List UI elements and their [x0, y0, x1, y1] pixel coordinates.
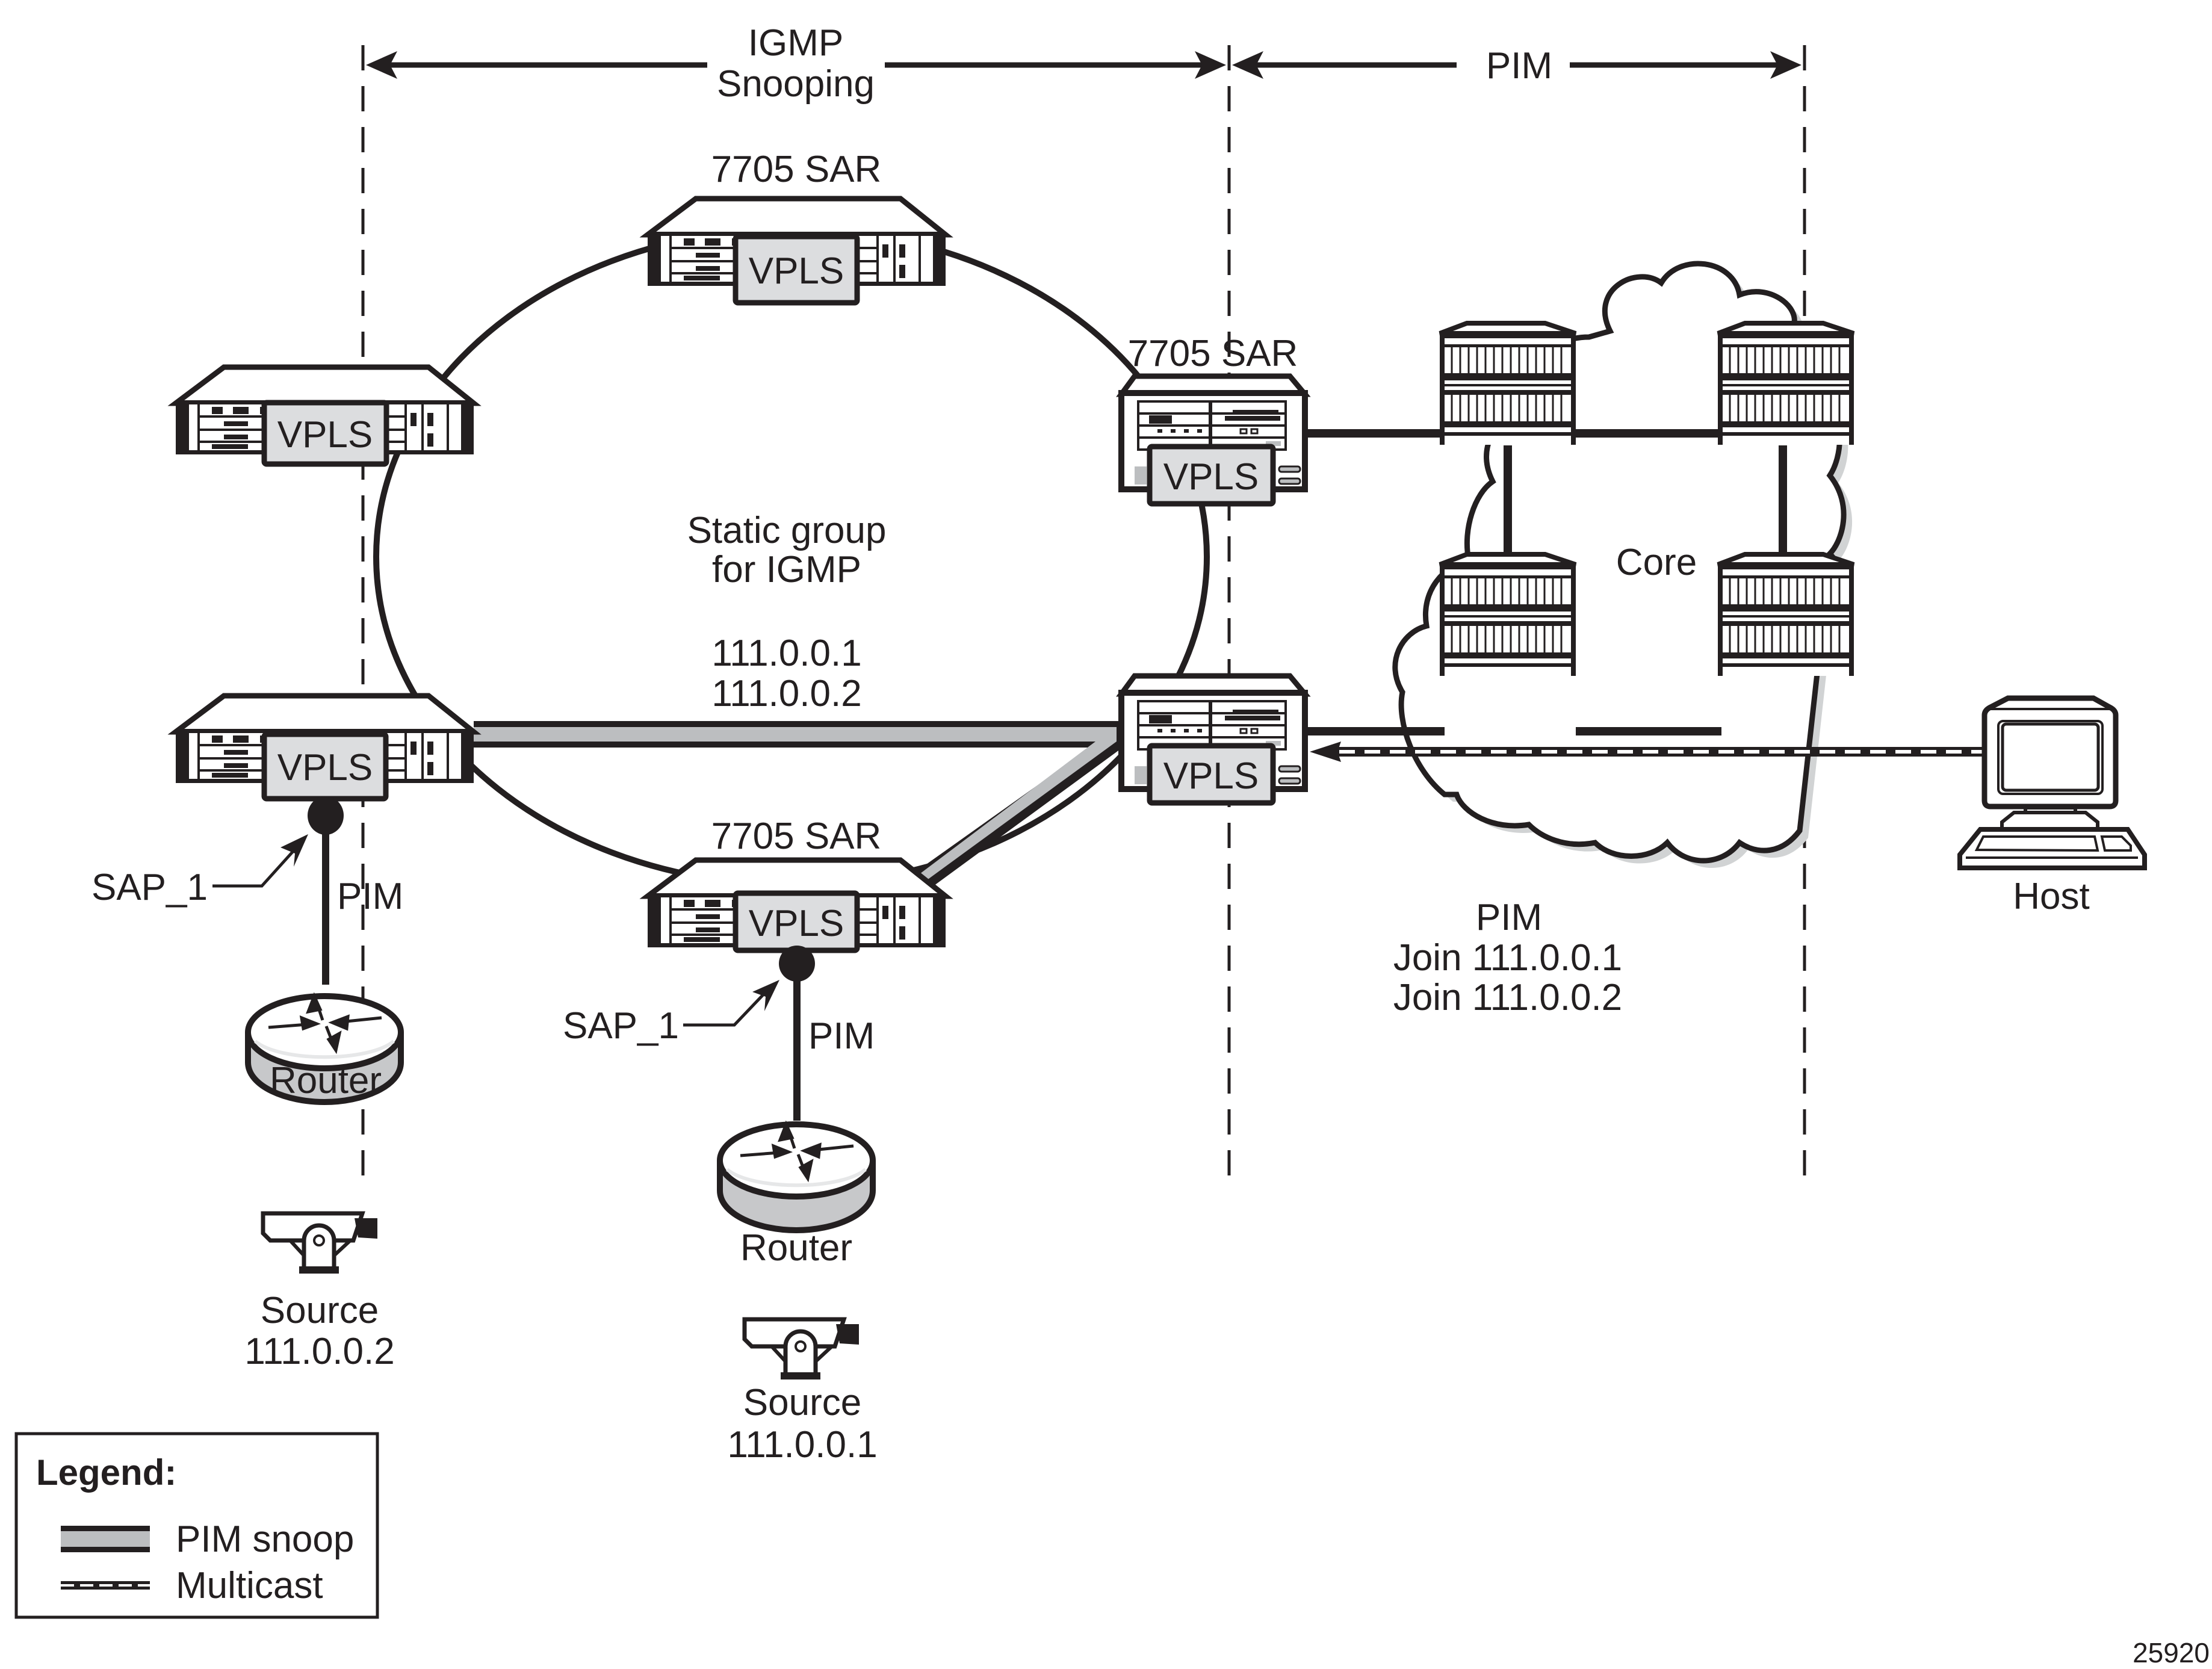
- pim-link-label: PIM: [808, 1015, 875, 1057]
- sar-top-label: 7705 SAR: [711, 149, 882, 190]
- core-router-top-right: [1718, 323, 1854, 445]
- sap-dot[interactable]: [779, 946, 815, 982]
- ring-label-line1: Static group: [687, 510, 887, 551]
- vpls-box: [1147, 444, 1276, 507]
- sar-right-lower[interactable]: VPLS: [1121, 676, 1305, 806]
- pim-region-label: PIM: [1486, 45, 1552, 87]
- arrowhead-right-icon: [1195, 51, 1226, 79]
- legend: Legend: PIM snoop Multicast: [14, 1432, 379, 1619]
- static-group-2: 111.0.0.2: [711, 673, 861, 714]
- router-label: Router: [740, 1227, 852, 1269]
- core-router-bottom-right: [1718, 554, 1854, 676]
- sap-label: SAP_1: [563, 1005, 679, 1047]
- core-router-bottom-left: [1440, 554, 1576, 676]
- vpls-label: VPLS: [277, 414, 373, 456]
- vpls-label: VPLS: [749, 903, 844, 944]
- multicast-path: [1310, 742, 1986, 762]
- sap-pointer-arrow-icon: [752, 980, 779, 1011]
- pim-join-2: Join 111.0.0.2: [1393, 977, 1622, 1018]
- pim-joins-annotation: PIM Join 111.0.0.1 Join 111.0.0.2: [1393, 897, 1622, 1018]
- sar-left-upper[interactable]: VPLS: [176, 367, 474, 467]
- bottom-access: SAP_1 PIM Router Source 111.0.0.1: [563, 946, 878, 1466]
- sap-pointer-arrow-icon: [280, 834, 308, 867]
- router-label: Router: [270, 1060, 382, 1101]
- vpls-label: VPLS: [1163, 456, 1259, 498]
- left-access: SAP_1 PIM Router Source 111.0.0.2: [91, 796, 403, 1372]
- sap-label: SAP_1: [91, 867, 208, 908]
- core-links: [1305, 429, 1787, 735]
- camera-icon: [263, 1213, 377, 1274]
- host[interactable]: Host: [1957, 695, 2147, 917]
- arrowhead-left-icon: [366, 51, 397, 79]
- multicast-arrowhead-icon: [1310, 742, 1341, 762]
- vpls-box: [261, 400, 389, 467]
- arrowhead-left-icon: [1232, 51, 1263, 79]
- region-dividers: [361, 45, 1806, 1180]
- sar-right-upper-label: 7705 SAR: [1128, 333, 1298, 374]
- legend-label: Multicast: [176, 1565, 323, 1606]
- sar-right-upper[interactable]: 7705 SAR VPLS: [1121, 333, 1305, 507]
- core-router-top-left: [1440, 323, 1576, 445]
- pim-snoop-path: [474, 721, 1123, 891]
- source-address: 111.0.0.1: [727, 1424, 877, 1466]
- source-address: 111.0.0.2: [244, 1331, 394, 1372]
- source-label: Source: [743, 1382, 861, 1423]
- ring-label-line2: for IGMP: [712, 549, 861, 590]
- igmp-region-label-line1: IGMP: [748, 22, 843, 64]
- pim-join-1: Join 111.0.0.1: [1393, 937, 1622, 979]
- source-label: Source: [261, 1290, 379, 1331]
- legend-title: Legend:: [36, 1452, 176, 1493]
- figure-id: 25920: [2133, 1637, 2210, 1668]
- pim-joins-title: PIM: [1476, 897, 1542, 938]
- vpls-box: [733, 234, 860, 306]
- sar-bottom-label: 7705 SAR: [711, 816, 882, 857]
- vpls-label: VPLS: [1163, 755, 1259, 797]
- router-icon: [720, 1124, 873, 1230]
- pim-link-label: PIM: [337, 876, 403, 917]
- sap-dot[interactable]: [308, 796, 344, 835]
- igmp-region-label-line2: Snooping: [717, 63, 875, 105]
- host-label: Host: [2013, 876, 2089, 917]
- sar-left-lower[interactable]: VPLS: [176, 696, 474, 802]
- vpls-label: VPLS: [749, 250, 844, 292]
- core-label: Core: [1616, 542, 1697, 583]
- pim-span: PIM: [1232, 45, 1802, 87]
- sar-bottom[interactable]: 7705 SAR VPLS: [648, 816, 946, 953]
- static-group-1: 111.0.0.1: [711, 633, 861, 674]
- camera-icon: [745, 1319, 859, 1379]
- arrowhead-right-icon: [1770, 51, 1802, 79]
- computer-icon: [1957, 695, 2147, 870]
- igmp-snooping-span: IGMP Snooping: [366, 22, 1226, 105]
- vpls-box: [1147, 743, 1276, 806]
- legend-item-pim-snoop: PIM snoop: [61, 1519, 354, 1560]
- vpls-label: VPLS: [277, 747, 373, 788]
- legend-label: PIM snoop: [176, 1519, 354, 1560]
- legend-item-multicast: Multicast: [61, 1565, 323, 1606]
- sar-top[interactable]: 7705 SAR VPLS: [648, 149, 946, 306]
